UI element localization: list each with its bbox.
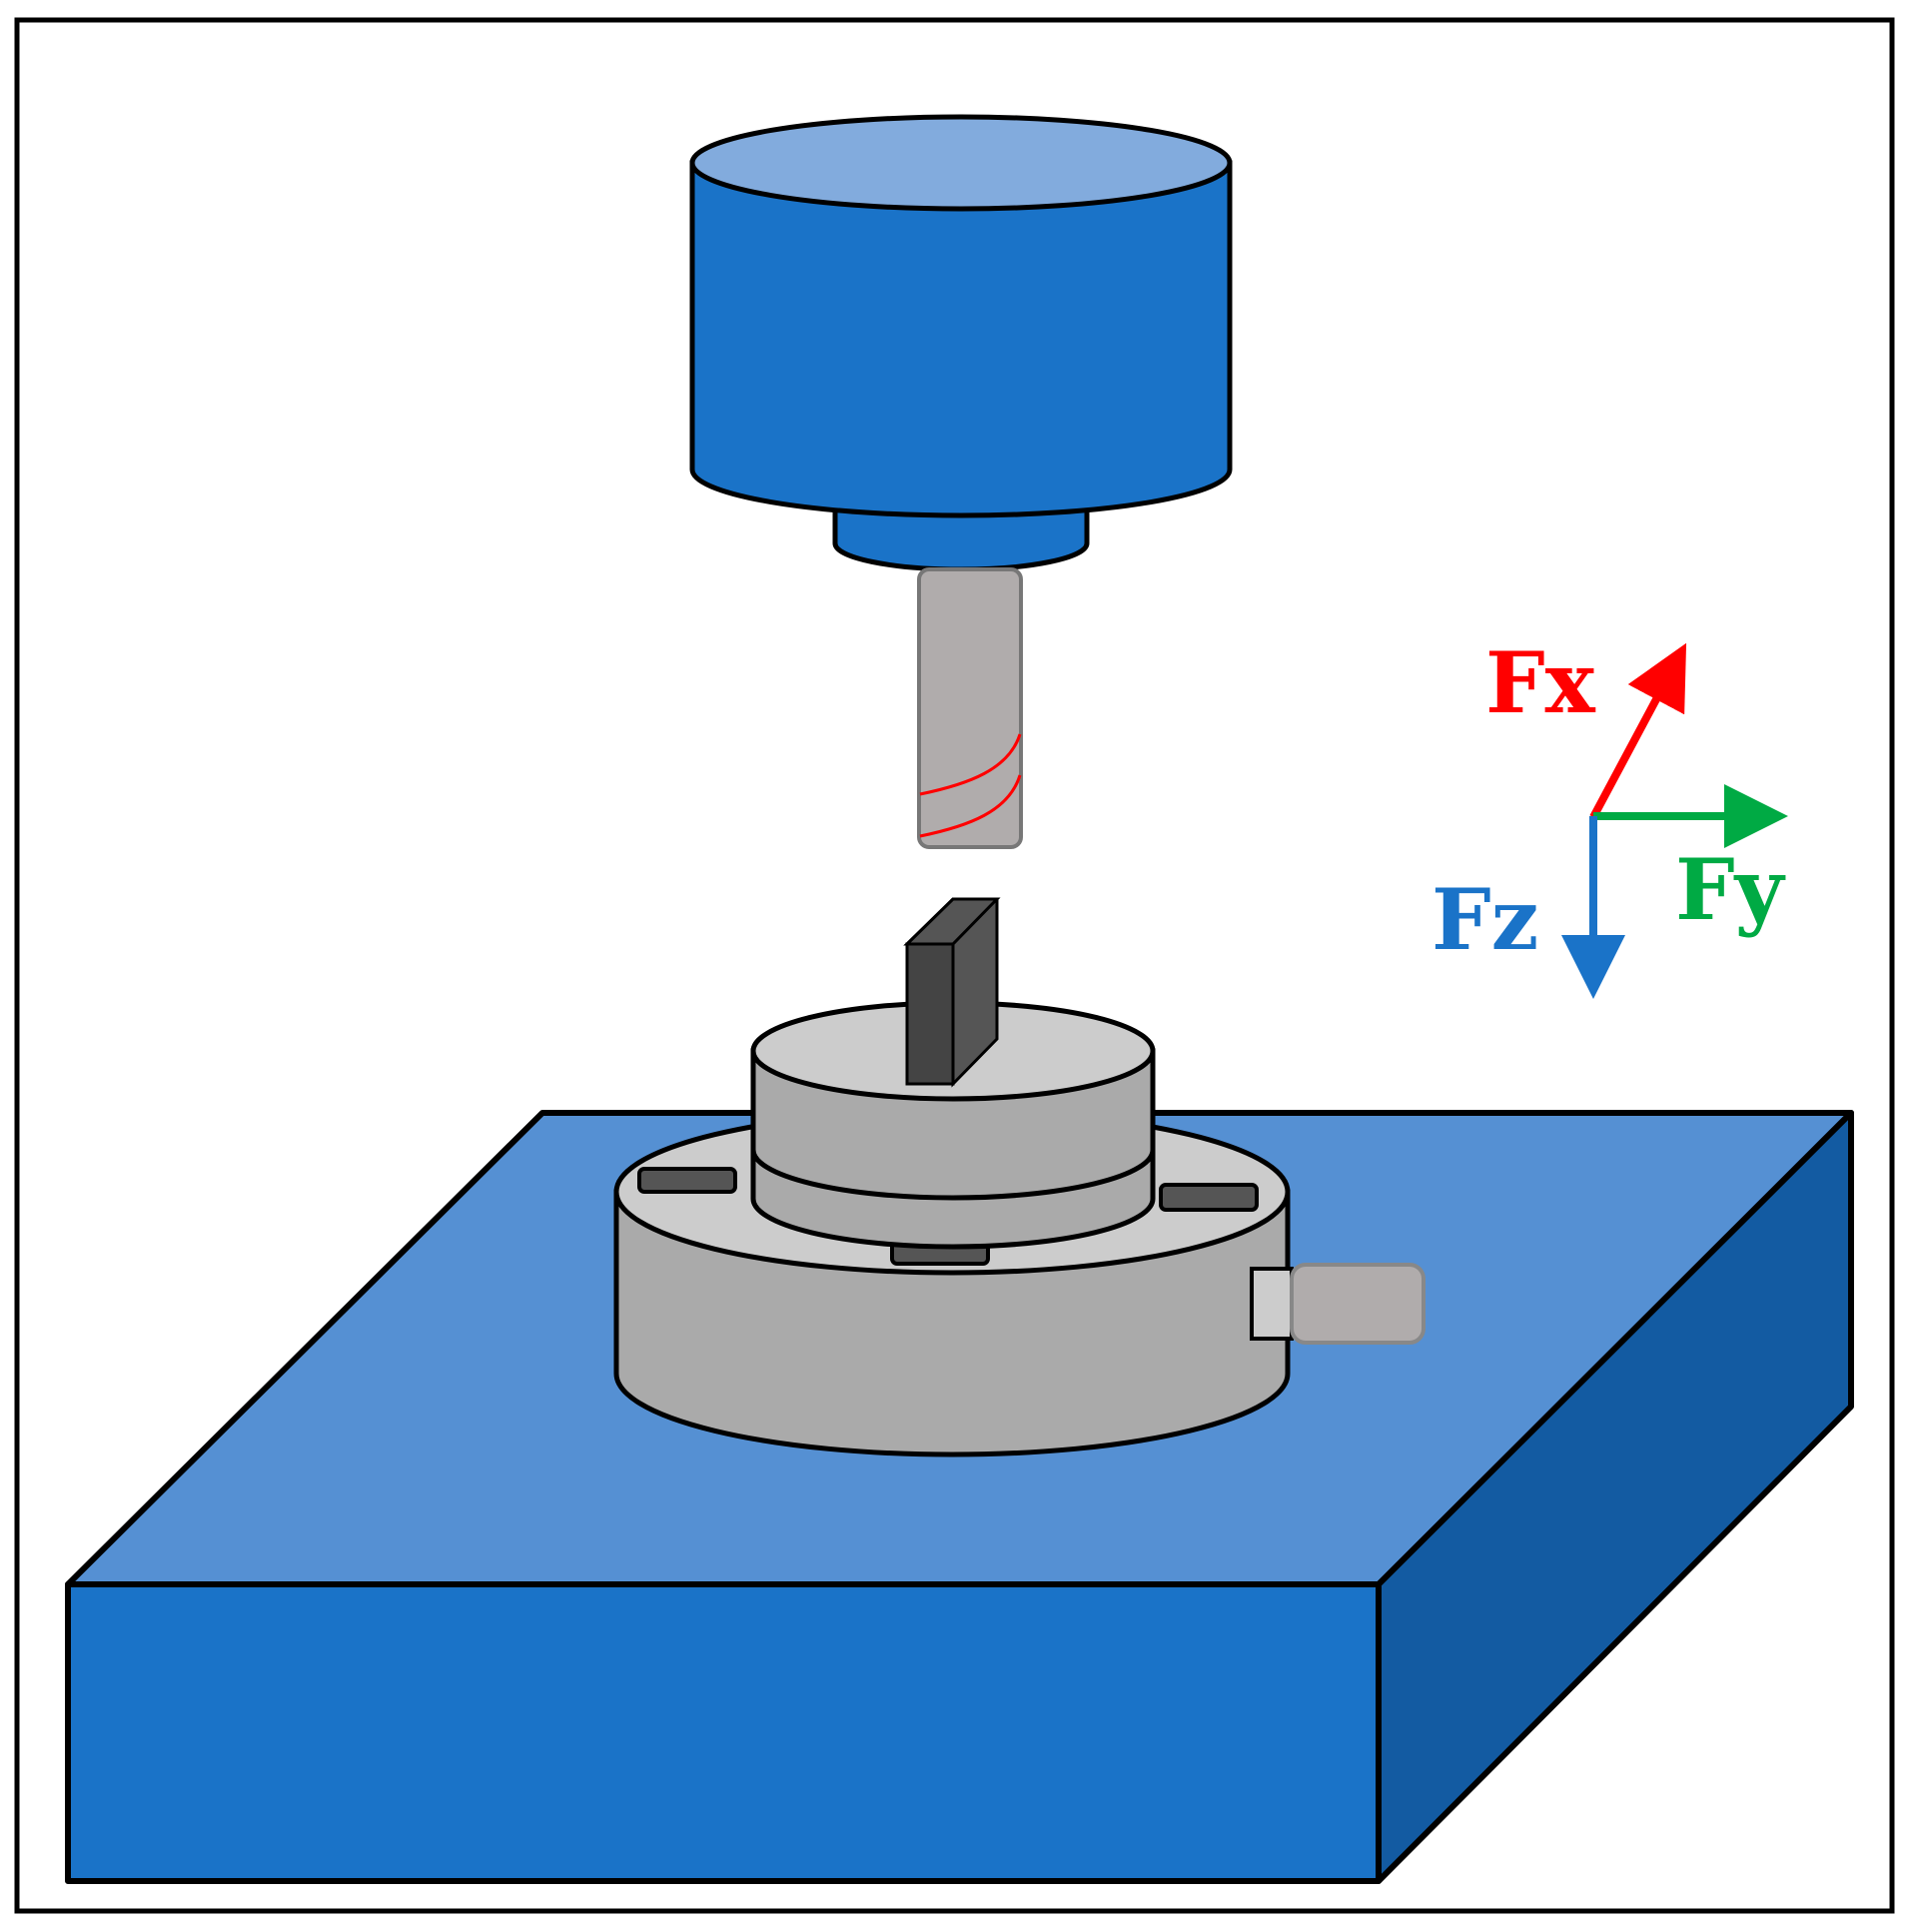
bolt-head-left [637, 1167, 737, 1194]
connector-nut [1250, 1267, 1294, 1341]
tool-shank [917, 567, 1023, 849]
spindle [689, 114, 1233, 572]
tool-flute-1 [919, 733, 1022, 796]
bolt-head-right [1159, 1183, 1259, 1212]
spindle-housing [689, 160, 1233, 518]
end-mill-tool [917, 567, 1023, 849]
connector-plug [1290, 1263, 1426, 1345]
spindle-top-face [689, 114, 1233, 212]
force-axes: Fx Fy Fz [1432, 633, 1788, 999]
fx-label: Fx [1485, 633, 1596, 732]
workpiece [903, 897, 1001, 1088]
signal-connector [1250, 1263, 1426, 1345]
fz-label: Fz [1432, 870, 1538, 969]
spindle-collar [832, 506, 1090, 572]
table-front-face [65, 1581, 1382, 1884]
fx-arrow [1589, 642, 1687, 819]
fy-label: Fy [1675, 840, 1786, 939]
workpiece-top [903, 897, 1001, 946]
tool-flute-2 [919, 774, 1022, 838]
workpiece-front [905, 942, 955, 1086]
